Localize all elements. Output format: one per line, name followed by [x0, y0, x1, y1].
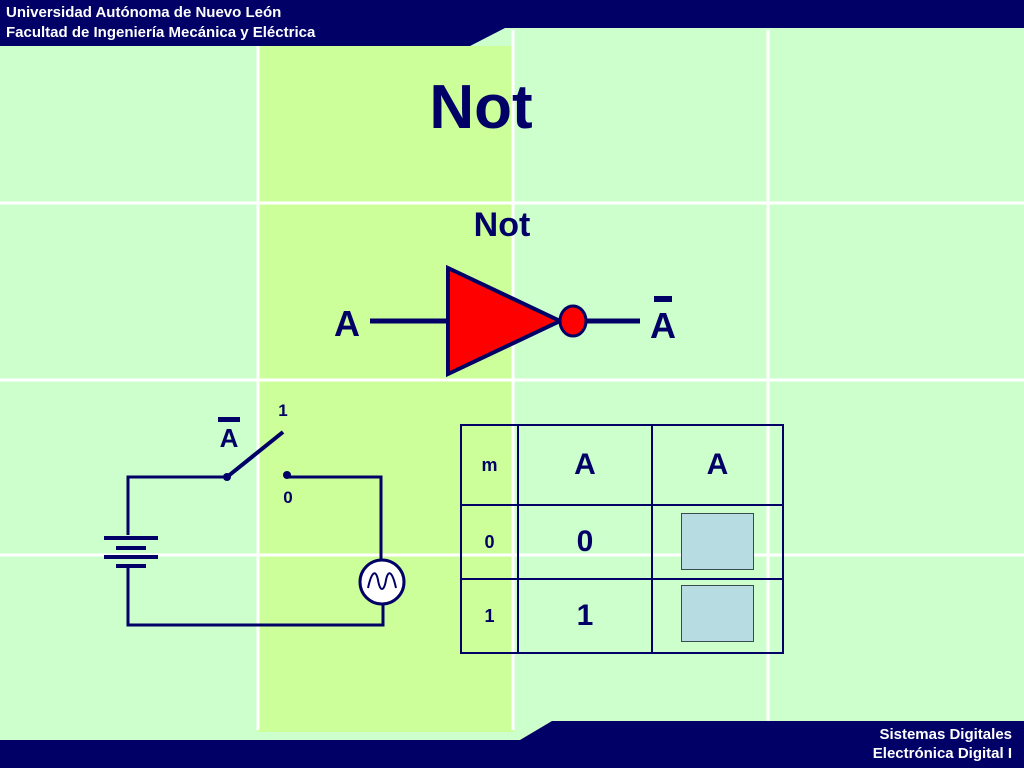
footer-band [0, 721, 1024, 768]
footer-course: Sistemas Digitales [879, 726, 1012, 743]
header-band [0, 0, 1024, 46]
table-header-a-complement: A [706, 448, 729, 481]
output-overbar [654, 296, 672, 302]
page-title: Not [429, 73, 533, 142]
battery-icon [104, 536, 158, 568]
table-row-1-m: 1 [484, 605, 495, 626]
table-row-0-a: 0 [576, 525, 594, 558]
switch-contact-0 [283, 471, 291, 479]
switch-position-0: 0 [283, 488, 292, 507]
header-faculty: Facultad de Ingeniería Mecánica y Eléctr… [6, 24, 316, 41]
highlight-column [258, 46, 513, 732]
circuit-wires [126, 475, 385, 627]
table-header-m: m [481, 454, 498, 475]
switch-position-1: 1 [278, 401, 287, 420]
table-header-a: A [574, 448, 596, 481]
truth-table-grid [460, 424, 784, 654]
gate-input-label: A [334, 303, 360, 344]
lamp-icon [358, 558, 406, 606]
gate-label: Not [474, 206, 531, 244]
table-row-0-m: 0 [484, 531, 495, 552]
not-gate-triangle [446, 264, 565, 378]
switch-pivot [223, 473, 231, 481]
switch-label: A [220, 423, 239, 453]
switch-label-overbar [218, 417, 240, 422]
gate-output-label: A [650, 305, 676, 346]
footer-subject: Electrónica Digital I [872, 745, 1012, 762]
inversion-bubble [558, 304, 588, 338]
answer-box-row-0 [681, 513, 754, 570]
answer-box-row-1 [681, 585, 754, 642]
table-row-1-a: 1 [576, 599, 594, 632]
header-university: Universidad Autónoma de Nuevo León [6, 4, 282, 21]
switch-lever [225, 430, 285, 479]
